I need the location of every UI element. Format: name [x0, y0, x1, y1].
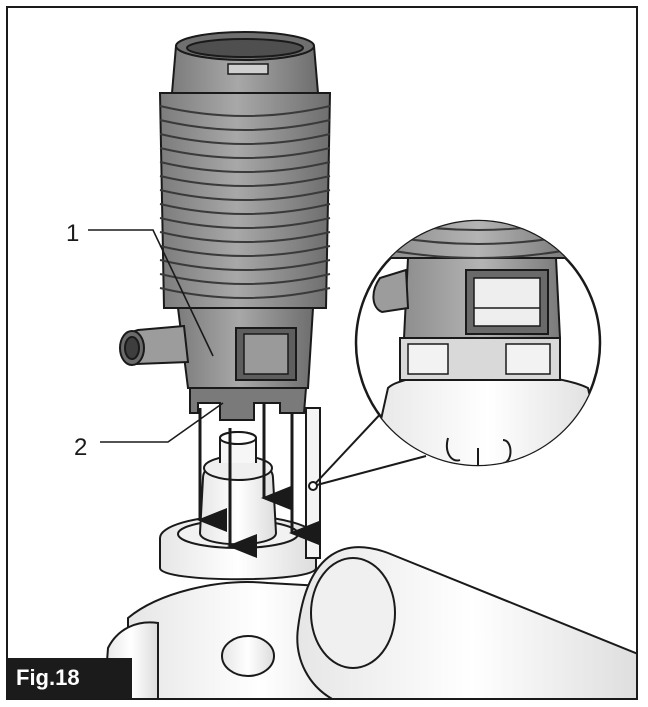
- figure-label: Fig.18: [8, 658, 132, 698]
- figure-frame: 1 2 Fig.18: [6, 6, 638, 700]
- valve-base: [103, 407, 636, 698]
- callout-leaders: [88, 229, 224, 443]
- insertion-arrows: [197, 398, 319, 558]
- detail-inset: [354, 219, 602, 467]
- callout-number-2: 2: [74, 434, 88, 461]
- assembly-illustration: [88, 31, 636, 698]
- bellows-cartridge: [119, 31, 332, 421]
- zoom-connector: [308, 407, 427, 491]
- callout-number-1: 1: [66, 220, 80, 247]
